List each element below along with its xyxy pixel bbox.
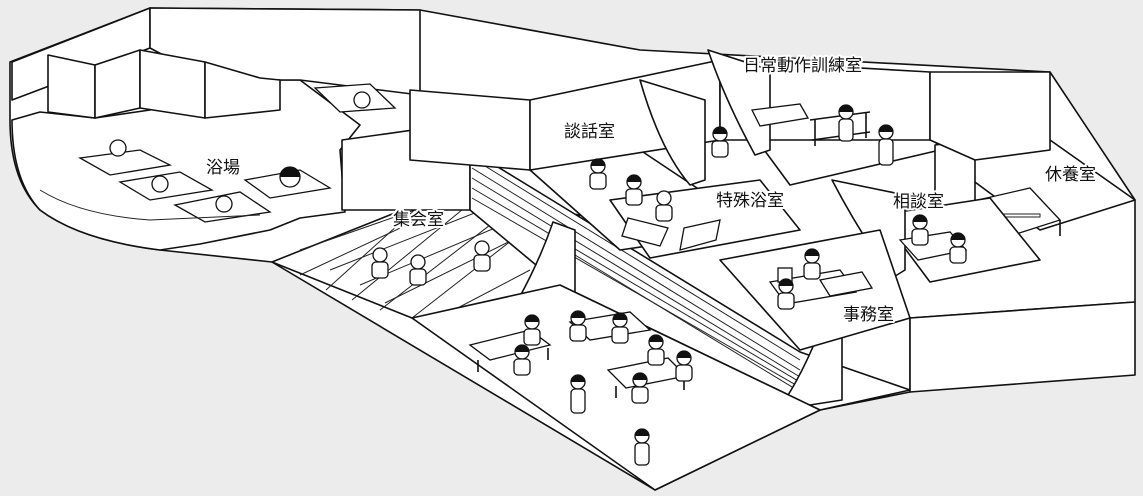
label-adl-training-room: 日常動作訓練室 xyxy=(743,56,862,76)
people-figures xyxy=(109,91,967,466)
label-bath: 浴場 xyxy=(206,158,240,178)
label-talk-room: 談話室 xyxy=(564,122,615,142)
label-assembly-room: 集会室 xyxy=(393,210,444,230)
adl-training-room xyxy=(707,49,941,186)
label-rest-room: 休養室 xyxy=(1045,165,1096,185)
label-consultation-room: 相談室 xyxy=(893,192,944,212)
label-special-bath-room: 特殊浴室 xyxy=(716,191,784,211)
label-office-room: 事務室 xyxy=(843,305,894,325)
office-room xyxy=(719,229,1136,393)
corridor xyxy=(469,149,911,411)
